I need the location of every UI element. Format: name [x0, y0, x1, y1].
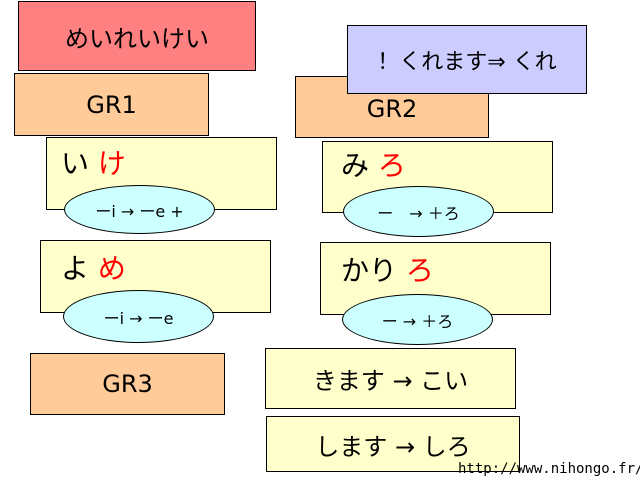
title: めいれいけい [65, 24, 209, 53]
rule-ellipse: ーi → ーe [63, 290, 214, 343]
title-box: めいれいけい [18, 1, 256, 71]
irregular-text: きます → こい [312, 367, 469, 395]
rule-ellipse: ーi → ーe + [64, 185, 215, 234]
note-box: ！くれます⇒ くれ [347, 25, 587, 94]
example-base: い [61, 147, 90, 180]
example-base: み [341, 149, 370, 182]
gr3-box: GR3 [30, 353, 225, 415]
gr1-label: GR1 [86, 90, 137, 119]
gr3-label: GR3 [102, 370, 153, 398]
irregular-shimasu-box: します → しろ [266, 416, 520, 472]
rule-ellipse: ー → ＋ろ [342, 294, 493, 345]
example-ending: め [97, 252, 126, 285]
rule-text: ー → ＋ろ [381, 311, 454, 331]
rule-text: ーi → ーe [103, 308, 174, 328]
gr1-box: GR1 [14, 73, 209, 136]
example-ending: ろ [377, 149, 406, 182]
example-base: かり [341, 254, 398, 287]
example-ending: け [97, 147, 126, 180]
example-base: よ [61, 252, 90, 285]
rule-text: ー → ＋ろ [377, 203, 460, 223]
rule-ellipse: ー → ＋ろ [343, 186, 494, 237]
source-url: http://www.nihongo.fr/ [458, 461, 640, 477]
irregular-text: します → しろ [315, 432, 471, 461]
irregular-kimasu-box: きます → こい [265, 348, 516, 409]
rule-text: ーi → ーe + [95, 201, 184, 221]
example-ending: ろ [405, 254, 434, 287]
note-text: ！くれます⇒ くれ [377, 49, 557, 75]
gr2-label: GR2 [366, 95, 418, 123]
